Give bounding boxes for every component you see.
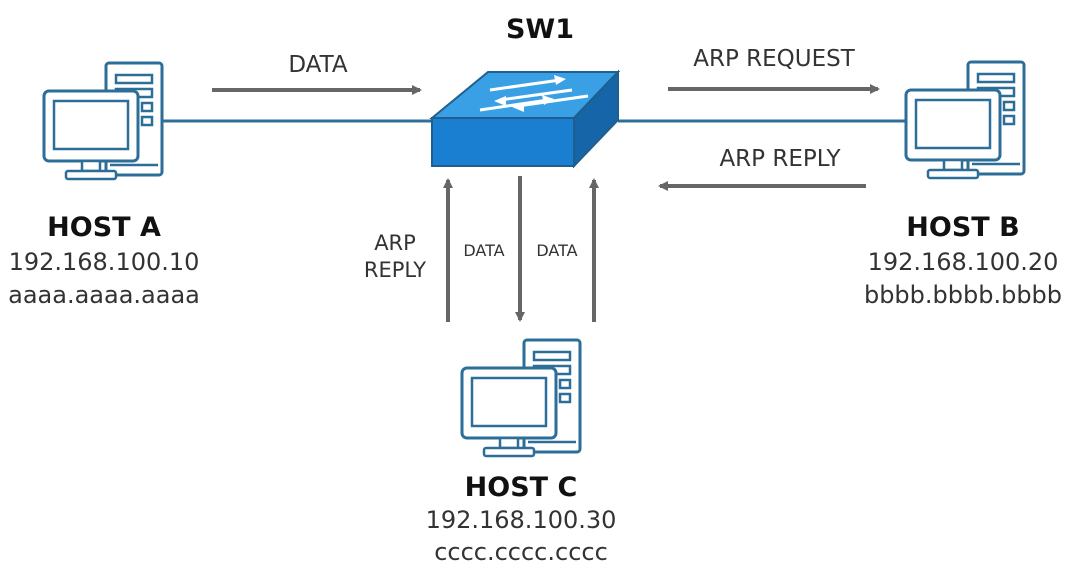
host-a-ip: 192.168.100.10 [9,248,200,276]
host-a-computer-icon [42,61,164,181]
host-b-mac: bbbb.bbbb.bbbb [864,281,1062,309]
flow-label-c-arp-reply-line1: ARP [374,231,416,255]
host-b-computer-icon [904,60,1026,180]
switch-sw1-icon [429,69,621,169]
host-c-mac: cccc.cccc.cccc [434,538,608,566]
flow-label-c-arp-reply-line2: REPLY [364,258,426,282]
host-a-name: HOST A [47,212,161,243]
host-b-name: HOST B [906,212,1019,243]
switch-sw1-name: SW1 [506,14,574,45]
flow-label-c-to-sw1: DATA [536,241,577,260]
host-c-name: HOST C [465,472,578,503]
flow-label-sw1-to-b: ARP REQUEST [693,46,855,72]
host-a-mac: aaaa.aaaa.aaaa [8,281,200,309]
host-c-computer-icon [460,338,582,458]
flow-label-sw1-to-c: DATA [463,241,504,260]
flow-label-a-to-sw1: DATA [288,52,348,78]
flow-label-b-to-sw1: ARP REPLY [719,146,841,172]
host-b-ip: 192.168.100.20 [868,248,1059,276]
host-c-ip: 192.168.100.30 [426,506,617,534]
